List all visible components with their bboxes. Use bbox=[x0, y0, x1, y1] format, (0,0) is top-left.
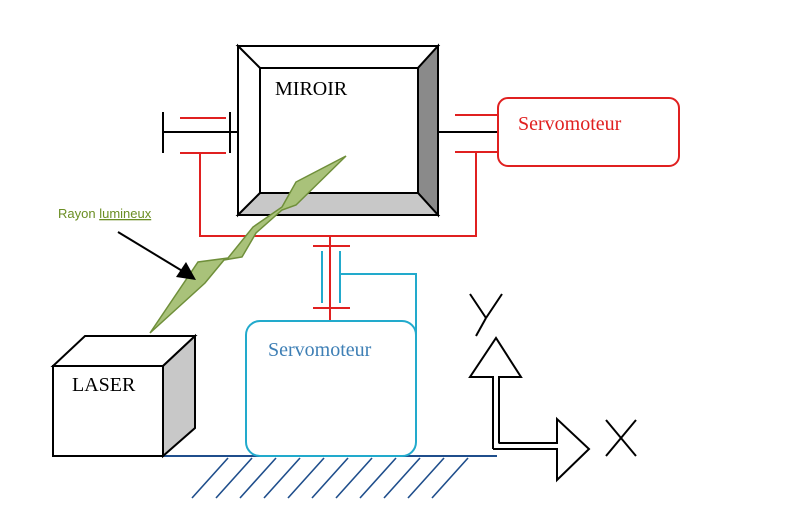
axis-x-label: X bbox=[0, 0, 637, 457]
mirror-frame-top bbox=[235, 45, 441, 69]
ray-arrow-line bbox=[117, 231, 185, 273]
ground bbox=[80, 455, 497, 499]
servo-bottom-box bbox=[245, 320, 417, 457]
mirror-label: MIROIR bbox=[275, 78, 348, 100]
laser-front bbox=[52, 365, 164, 457]
ray-label: Rayon lumineux bbox=[58, 206, 196, 280]
ray-label-underlined: lumineux bbox=[99, 206, 152, 221]
servo-top-box bbox=[497, 97, 680, 167]
axes bbox=[468, 336, 591, 483]
axis-x-arrow bbox=[493, 416, 591, 483]
ray-arrow-head bbox=[176, 262, 196, 280]
svg-text:Y: Y bbox=[0, 0, 1, 1]
ground-hatching bbox=[191, 457, 469, 499]
mirror-face bbox=[259, 67, 419, 194]
servo-bottom: Servomoteur bbox=[245, 320, 417, 457]
right-shaft bbox=[438, 114, 498, 153]
svg-text:X: X bbox=[0, 0, 1, 1]
axis-y-arrow bbox=[468, 336, 523, 449]
left-bearing bbox=[180, 117, 226, 154]
mirror-frame-right bbox=[417, 43, 439, 218]
servo-bottom-label: Servomoteur bbox=[268, 339, 372, 361]
servo-top: Servomoteur bbox=[497, 97, 680, 167]
servo-top-label: Servomoteur bbox=[518, 113, 622, 135]
mirror-block: MIROIR bbox=[235, 43, 441, 218]
vertical-bearing-cyan bbox=[321, 251, 417, 336]
vertical-shaft-red bbox=[313, 236, 350, 321]
light-beam bbox=[149, 155, 347, 334]
left-shaft bbox=[162, 112, 238, 153]
laser-block: LASER bbox=[50, 333, 198, 459]
laser-label: LASER bbox=[72, 374, 136, 396]
axis-y-label: Y bbox=[0, 0, 503, 337]
mirror-frame-left bbox=[237, 43, 261, 218]
mirror-frame-bottom bbox=[235, 192, 441, 216]
ray-label-text: Rayon lumineux bbox=[58, 206, 152, 221]
red-fork bbox=[199, 152, 477, 237]
